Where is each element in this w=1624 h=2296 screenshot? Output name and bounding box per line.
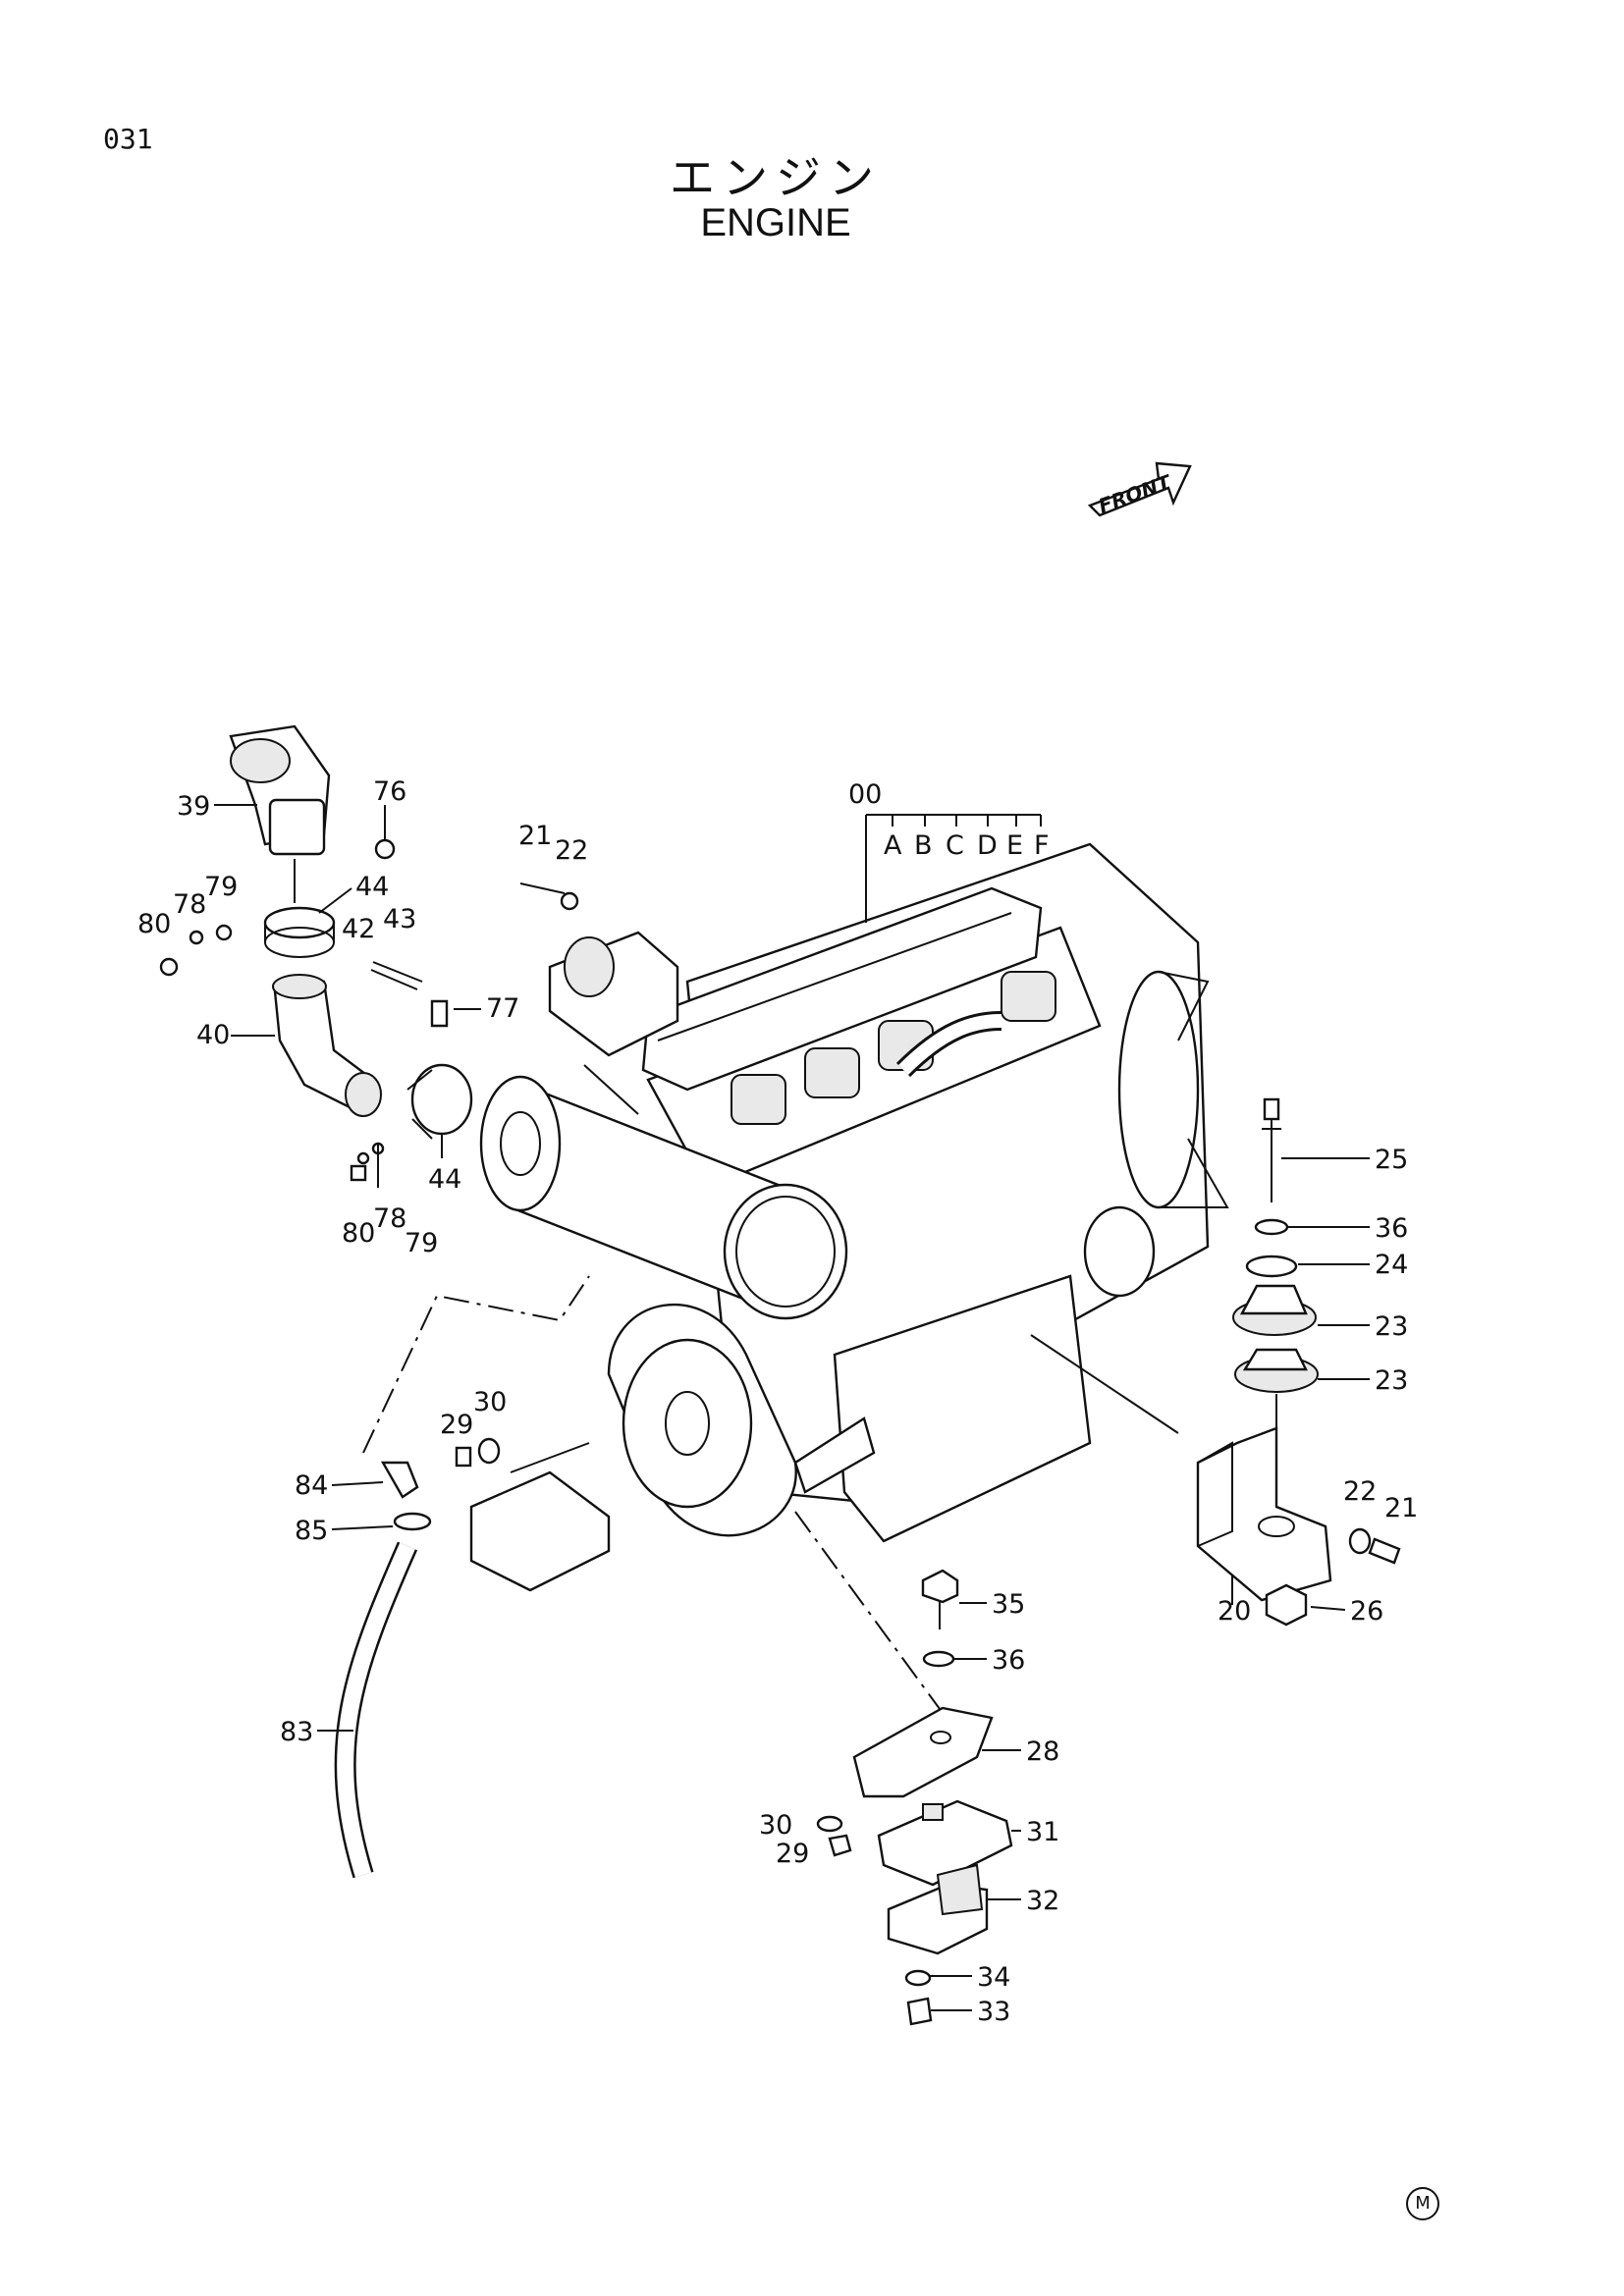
callout-21-upper: 21	[518, 821, 552, 851]
callout-85: 85	[295, 1516, 328, 1546]
callout-26: 26	[1350, 1596, 1383, 1627]
variant-d: D	[977, 830, 998, 861]
main-assembly-label: 00	[848, 779, 882, 810]
bottom-mount-group	[794, 1511, 1013, 2026]
callout-35: 35	[992, 1589, 1025, 1620]
title-japanese: エンジン	[670, 151, 882, 204]
callout-79-lower: 79	[405, 1228, 438, 1258]
callout-39: 39	[177, 791, 210, 822]
callout-32: 32	[1026, 1886, 1059, 1916]
callout-23-lower: 23	[1375, 1365, 1408, 1396]
page-number: 031	[103, 123, 153, 155]
variant-f: F	[1034, 830, 1050, 861]
callout-80-lower: 80	[342, 1218, 375, 1249]
callout-34: 34	[977, 1962, 1010, 1993]
callout-leaders	[214, 804, 1370, 2011]
breather-hose-group	[334, 1275, 611, 1879]
callout-43: 43	[383, 904, 416, 934]
callout-40: 40	[196, 1020, 230, 1050]
callout-80-upper: 80	[137, 909, 171, 939]
callout-36-right: 36	[1375, 1213, 1408, 1244]
callout-42: 42	[342, 914, 375, 944]
callout-31: 31	[1026, 1817, 1059, 1847]
variant-b: B	[914, 830, 933, 861]
callout-30-bottom: 30	[759, 1810, 792, 1841]
callout-44-lower: 44	[428, 1164, 461, 1195]
engine-body	[479, 842, 1229, 1543]
callout-29-left: 29	[440, 1410, 473, 1440]
main-assembly-callout: 00 A B C D E F	[848, 779, 1050, 923]
callout-21-right: 21	[1384, 1493, 1418, 1523]
callout-84: 84	[295, 1470, 328, 1501]
variant-e: E	[1006, 830, 1023, 861]
callout-22-right: 22	[1343, 1476, 1377, 1507]
cooling-fan	[1117, 970, 1229, 1209]
title-english: ENGINE	[700, 201, 851, 244]
callout-78-lower: 78	[373, 1203, 406, 1234]
callout-20: 20	[1218, 1596, 1251, 1627]
callout-79-upper: 79	[204, 872, 238, 902]
footer-mark: M	[1406, 2187, 1439, 2220]
variant-a: A	[884, 830, 902, 861]
callout-76: 76	[373, 776, 406, 807]
callout-30-left: 30	[473, 1387, 507, 1417]
callout-29-bottom: 29	[776, 1839, 809, 1869]
callout-22-upper: 22	[555, 835, 588, 866]
variant-c: C	[946, 830, 964, 861]
callout-28: 28	[1026, 1736, 1059, 1767]
callout-77: 77	[486, 993, 519, 1024]
front-arrow-label: FRONT	[1096, 470, 1175, 518]
callout-numbers: 39 76 79 78 80 44 42 43 40 77 44 80 78 7…	[137, 776, 1418, 2027]
muffler	[479, 1075, 848, 1320]
flywheel-housing	[607, 1304, 797, 1537]
callout-33: 33	[977, 1997, 1010, 2027]
intake-group	[159, 724, 679, 1182]
callout-44-upper: 44	[355, 872, 389, 902]
right-mount-group	[1030, 1097, 1401, 1627]
front-arrow-icon: FRONT	[1087, 461, 1192, 518]
callout-83: 83	[280, 1717, 313, 1747]
callout-78-upper: 78	[173, 889, 206, 920]
callout-36-bottom: 36	[992, 1645, 1025, 1676]
callout-23-upper: 23	[1375, 1311, 1408, 1342]
callout-25: 25	[1375, 1145, 1408, 1175]
callout-24: 24	[1375, 1250, 1408, 1280]
